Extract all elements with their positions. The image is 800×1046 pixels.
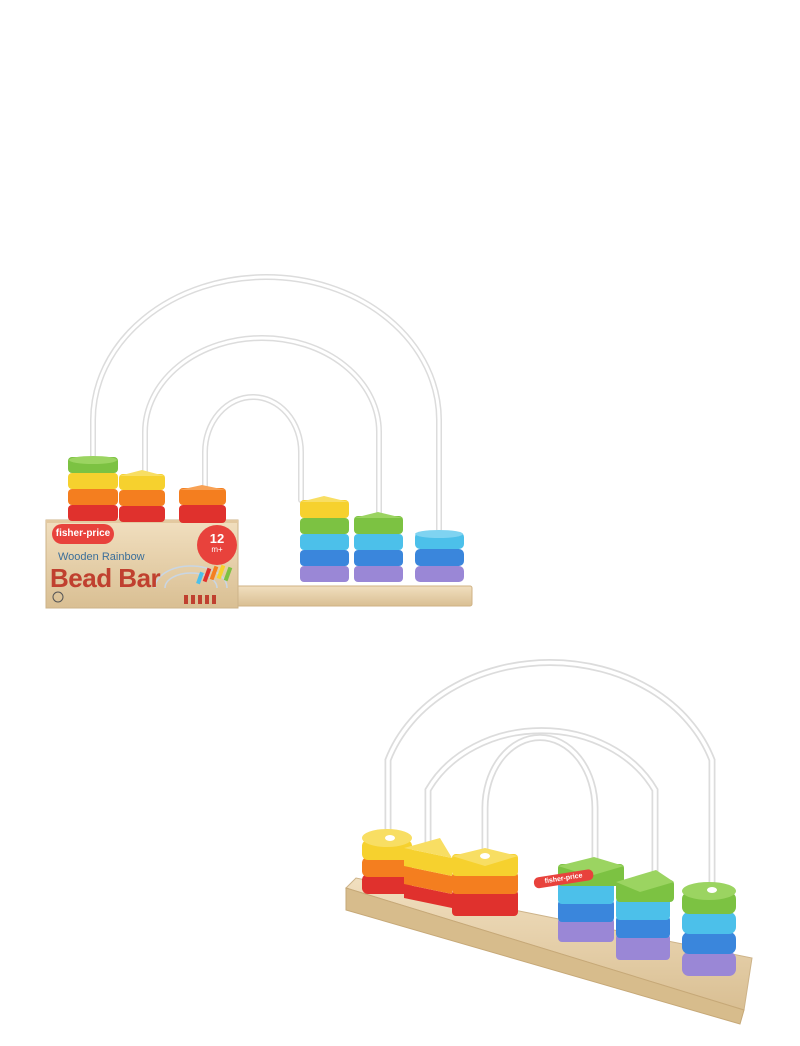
unpackaged-bead-bar bbox=[345, 658, 753, 1025]
package-subtitle: Wooden Rainbow bbox=[58, 551, 145, 563]
top-bead-stack-2 bbox=[119, 470, 165, 522]
top-base-board bbox=[235, 585, 473, 607]
top-bead-stack-4 bbox=[300, 496, 349, 582]
package-brand-logo: fisher-price bbox=[52, 524, 114, 544]
top-bead-stack-6 bbox=[415, 530, 464, 582]
top-bead-stack-5 bbox=[354, 512, 403, 582]
age-badge: 12 m+ bbox=[197, 525, 237, 565]
fsc-logo bbox=[52, 591, 64, 603]
box-bead-graphic bbox=[196, 564, 233, 585]
bottom-bead-stack-2 bbox=[404, 838, 452, 908]
age-number: 12 bbox=[209, 531, 225, 546]
package-title: Bead Bar bbox=[50, 563, 161, 593]
top-bead-stack-3 bbox=[179, 485, 226, 523]
bottom-bead-stack-3 bbox=[452, 848, 518, 916]
barcode-mark bbox=[184, 595, 216, 604]
box-rainbow-graphic bbox=[154, 565, 228, 589]
bottom-wire-middle bbox=[424, 727, 659, 876]
top-bead-stack-1 bbox=[68, 456, 118, 521]
bottom-bead-stack-5 bbox=[616, 870, 674, 960]
bottom-bead-stack-6 bbox=[682, 882, 736, 976]
bottom-bead-stack-1 bbox=[362, 829, 412, 894]
age-unit: m+ bbox=[211, 545, 223, 554]
